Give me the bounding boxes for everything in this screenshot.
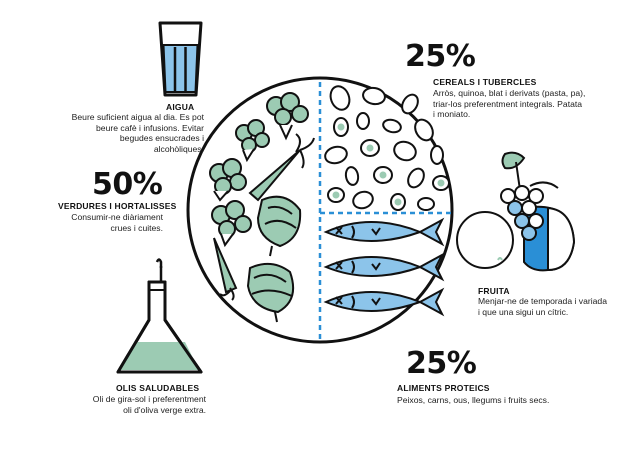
- fruita-desc: Menjar-ne de temporada i variada i que u…: [478, 296, 638, 317]
- fruit-icon: [456, 151, 576, 272]
- vegetable-icon: [209, 92, 315, 323]
- verdures-desc-line: Consumir-ne diàriament: [71, 212, 163, 222]
- olis-desc-line: Oli de gira-sol i preferentment: [92, 394, 206, 404]
- cereals-desc-line: triar-los preferentment integrals. Patat…: [433, 98, 583, 109]
- proteics-title: ALIMENTS PROTEICS: [397, 383, 490, 393]
- oil-bottle-icon: [116, 258, 203, 374]
- glass-of-water-icon: [158, 21, 203, 97]
- cereals-desc-line: i moniato.: [433, 109, 471, 120]
- fruita-desc-line: Menjar-ne de temporada i variada: [478, 296, 607, 306]
- fruita-title: FRUITA: [478, 286, 510, 296]
- aigua-desc-line: Beure suficient aigua al dia. Es pot: [71, 112, 204, 122]
- proteics-desc: Peixos, carns, ous, llegums i fruits sec…: [397, 395, 617, 406]
- proteics-desc-line: Peixos, carns, ous, llegums i fruits sec…: [397, 395, 550, 405]
- verdures-desc: Consumir-ne diàriament crues i cuites.: [40, 212, 163, 233]
- verdures-percent: 50%: [92, 167, 163, 202]
- olis-desc-line: oli d'oliva verge extra.: [123, 404, 206, 415]
- proteics-percent: 25%: [406, 346, 477, 381]
- cereals-percent: 25%: [405, 39, 476, 74]
- cereals-desc-line: Arròs, quinoa, blat i derivats (pasta, p…: [433, 88, 586, 98]
- aigua-title: AIGUA: [166, 102, 195, 112]
- verdures-desc-line: crues i cuites.: [110, 222, 163, 233]
- aigua-desc: Beure suficient aigua al dia. Es pot beu…: [20, 112, 204, 154]
- cereals-title: CEREALS I TUBERCLES: [433, 77, 537, 87]
- aigua-desc-line: begudes ensucrades i: [119, 133, 204, 144]
- aigua-desc-line: beure cafè i infusions. Evitar: [96, 122, 204, 133]
- olis-title: OLIS SALUDABLES: [116, 383, 200, 393]
- verdures-title: VERDURES I HORTALISSES: [58, 201, 177, 211]
- cereals-desc: Arròs, quinoa, blat i derivats (pasta, p…: [433, 88, 633, 120]
- olis-desc: Oli de gira-sol i preferentment oli d'ol…: [40, 394, 206, 415]
- fish-icon: [323, 217, 445, 317]
- fruita-desc-line: i que una sigui un cítric.: [478, 306, 569, 317]
- aigua-desc-line: alcohòliques.: [153, 143, 204, 154]
